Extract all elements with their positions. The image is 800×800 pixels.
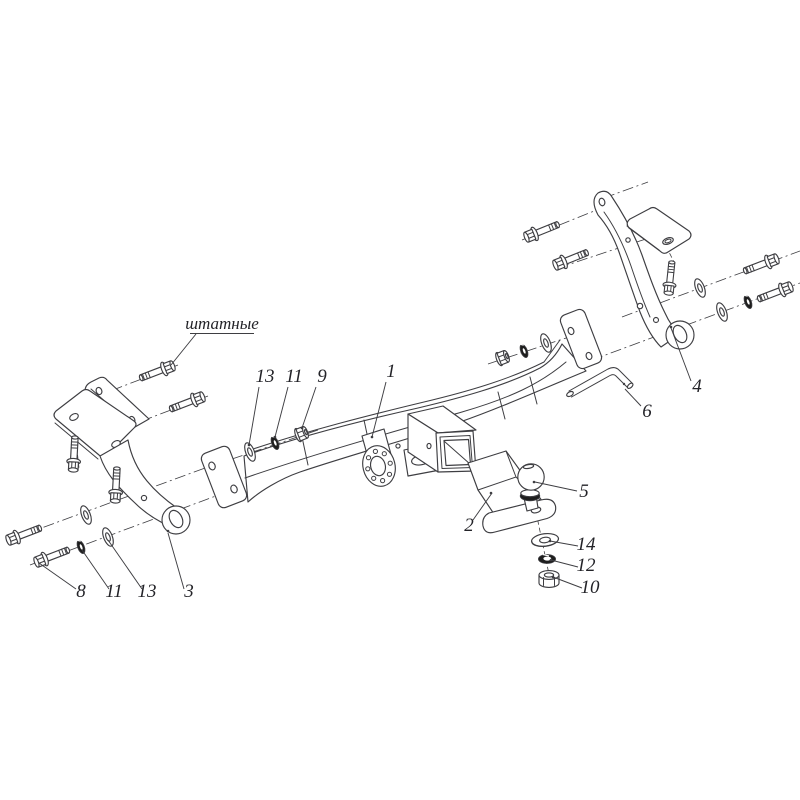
leader-line (167, 532, 185, 590)
nut-10 (538, 570, 560, 588)
washer (713, 300, 731, 324)
leader-line (550, 559, 579, 568)
spring-washer-12 (538, 553, 557, 564)
callout-4-right-bracket: 4 (692, 376, 702, 397)
washer (99, 525, 117, 549)
callout-6-rod: 6 (642, 401, 652, 422)
callout-2-ball-mount: 2 (464, 515, 474, 536)
callout-13-washer-bottom: 13 (138, 581, 157, 602)
callout-note-factory: штатные (185, 314, 259, 333)
leader-line (107, 539, 143, 590)
leader-lines (38, 327, 692, 590)
right-bracket (593, 190, 695, 350)
wheel-flange-disc (361, 428, 396, 487)
callout-10-nut: 10 (581, 577, 601, 598)
tow-ball (517, 463, 545, 491)
bolt (3, 520, 45, 549)
leader-line (624, 388, 642, 407)
leader-line (38, 562, 77, 590)
callout-1-beam: 1 (386, 361, 396, 382)
bolt (31, 542, 73, 571)
leader-line (534, 481, 578, 492)
right-bracket-arm (593, 190, 681, 348)
leader-line (274, 386, 289, 438)
stud (65, 434, 83, 473)
leader-line (248, 386, 260, 446)
lock-washer (741, 293, 755, 311)
callout-13-washer: 13 (256, 366, 275, 387)
callout-9-nut: 9 (317, 366, 327, 387)
callout-3-left-bracket: 3 (183, 581, 194, 602)
stud (661, 259, 679, 297)
receiver-tube (407, 405, 477, 473)
washer (77, 503, 95, 527)
leader-line (81, 549, 110, 590)
leader-line (371, 381, 387, 438)
centerline (73, 364, 179, 406)
callout-5-tow-ball: 5 (579, 481, 589, 502)
right-bracket-plate (626, 206, 692, 254)
leader-line (472, 492, 493, 521)
leader-line (549, 540, 579, 547)
left-bracket (53, 376, 191, 535)
bolt (136, 357, 178, 386)
left-end-plate (200, 445, 248, 509)
bolt (754, 278, 796, 307)
flat-washer-14 (531, 532, 560, 548)
callout-8-bolt: 8 (76, 581, 86, 602)
bent-rod (566, 367, 634, 398)
centerline (535, 511, 552, 585)
centerline (5, 463, 217, 542)
nut (493, 348, 512, 368)
washer (691, 276, 709, 300)
bolt (521, 216, 563, 246)
right-end-plate (559, 308, 603, 370)
bolt (166, 388, 208, 417)
centerline (29, 486, 241, 566)
ball-mount (467, 450, 560, 588)
leader-line (670, 327, 692, 382)
leader-line (301, 386, 317, 429)
fasteners (3, 216, 796, 571)
callouts: штатные 13 11 9 1 4 6 5 2 14 12 10 8 11 … (76, 314, 702, 602)
callout-11-lock-washer: 11 (285, 366, 303, 387)
callout-14-flat-washer: 14 (577, 534, 597, 555)
callout-11-lock-washer-bottom: 11 (105, 581, 123, 602)
lock-washer (74, 538, 88, 556)
leader-line (552, 576, 583, 589)
leader-line (170, 333, 197, 366)
centerline (621, 250, 800, 318)
callout-12-spring-washer: 12 (577, 555, 597, 576)
bolt (740, 250, 782, 279)
